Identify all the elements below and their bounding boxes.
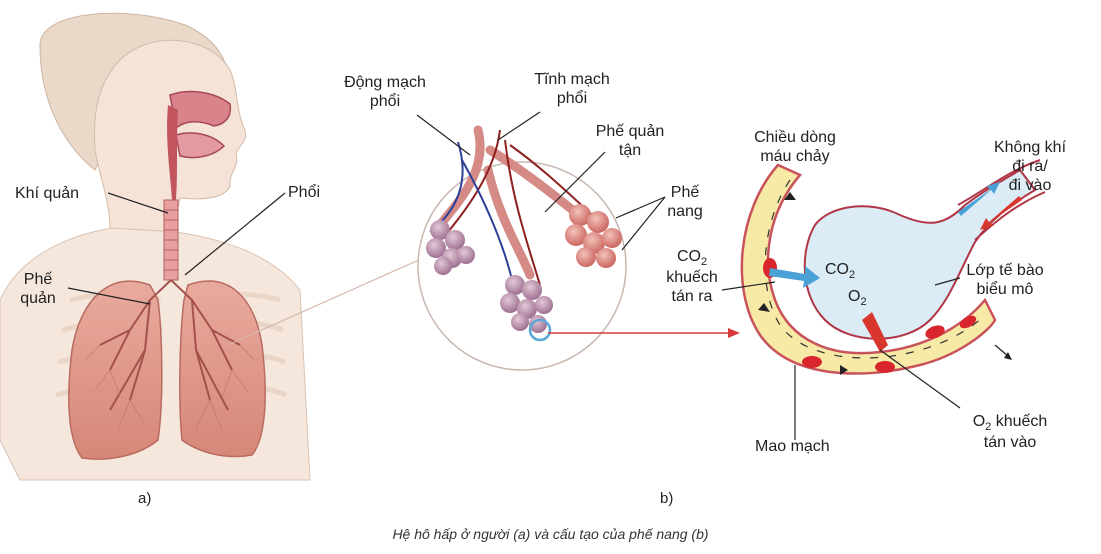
label-phe-nang: Phế nang — [660, 183, 710, 221]
label-tinh-mach-line2: phổi — [556, 90, 588, 107]
panel-label-b: b) — [660, 490, 674, 507]
alveoli-zoom-circle — [417, 125, 627, 371]
label-khong-khi-line3: đi vào — [1008, 177, 1052, 194]
nasal-cavity — [169, 90, 232, 130]
label-co2-left-line3: tán ra — [671, 288, 713, 305]
label-co2-left-line1: CO2 — [676, 248, 708, 268]
label-dong-mach-line2: phổi — [369, 93, 401, 110]
bronchi — [99, 279, 241, 411]
alveolar-cluster-right — [565, 204, 622, 268]
label-khong-khi-line1: Không khí — [993, 139, 1067, 156]
label-dong-mach-phoi: Động mạch phổi — [335, 73, 435, 111]
label-o2-kt-line2: tán vào — [983, 434, 1037, 451]
zoom-connector — [227, 254, 431, 346]
label-chieu-dong-mau: Chiều dòng máu chảy — [745, 128, 845, 166]
label-co2-khuech-tan-ra: CO2 khuếch tán ra — [660, 247, 724, 306]
human-figure — [0, 12, 311, 481]
label-khong-khi-line2: đi ra/ — [1012, 158, 1048, 175]
alveolar-cluster-center — [500, 275, 553, 342]
o2-arrow — [862, 312, 888, 352]
flow-arrows — [758, 192, 848, 375]
label-dong-mach-line1: Động mạch — [344, 74, 426, 91]
label-phe-quan: Phế quản — [18, 270, 58, 308]
label-tinh-mach-line1: Tĩnh mạch — [534, 71, 610, 88]
label-phoi: Phổi — [288, 184, 321, 201]
capillary-outer — [740, 163, 997, 375]
co2-arrow — [769, 266, 820, 288]
label-co2-inner: CO2 — [825, 261, 856, 281]
label-o2-khuech-tan-vao: O2 khuếch tán vào — [955, 412, 1065, 452]
label-phe-quan-line1: Phế — [23, 271, 53, 288]
alveolar-cluster-left — [426, 220, 475, 275]
zoom-arrow — [548, 328, 740, 338]
label-khong-khi: Không khí đi ra/ đi vào — [985, 138, 1075, 195]
label-phe-quan-tan-line1: Phế quản — [595, 123, 665, 140]
label-lop-te-bao-bieu-mo: Lớp tế bào biểu mô — [955, 261, 1055, 299]
label-co2-left-line2: khuếch — [666, 269, 718, 286]
label-mao-mach: Mao mạch — [755, 438, 830, 455]
alveolus-section — [740, 159, 1046, 375]
label-phe-quan-tan: Phế quản tận — [590, 122, 670, 160]
label-tinh-mach-phoi: Tĩnh mạch phổi — [522, 70, 622, 108]
oral-cavity — [175, 132, 226, 159]
label-phe-nang-line2: nang — [667, 203, 703, 220]
label-chieu-dong-line2: máu chảy — [760, 148, 830, 165]
label-lop-te-bao-line1: Lớp tế bào — [966, 262, 1044, 279]
label-phe-quan-tan-line2: tận — [618, 142, 642, 159]
label-phe-nang-line1: Phế — [670, 184, 700, 201]
label-phe-quan-line2: quản — [20, 290, 56, 307]
air-out-arrow — [958, 182, 1000, 216]
label-chieu-dong-line1: Chiều dòng — [754, 129, 836, 146]
leader-lines-a — [67, 192, 286, 305]
label-khi-quan: Khí quản — [15, 185, 80, 202]
label-lop-te-bao-line2: biểu mô — [976, 281, 1034, 298]
label-o2-kt-line1: O2 khuếch — [972, 413, 1048, 433]
panel-label-a: a) — [138, 490, 152, 507]
right-lung — [179, 280, 266, 458]
leader-lines-b-left — [416, 111, 666, 251]
alveolus-body — [803, 168, 1037, 340]
leader-lines-b-right — [721, 277, 961, 440]
pharynx — [167, 105, 178, 200]
figure-caption: Hệ hô hấp ở người (a) và cấu tạo của phế… — [392, 526, 709, 542]
air-in-arrow — [980, 196, 1022, 230]
label-o2-inner: O2 — [848, 288, 867, 308]
